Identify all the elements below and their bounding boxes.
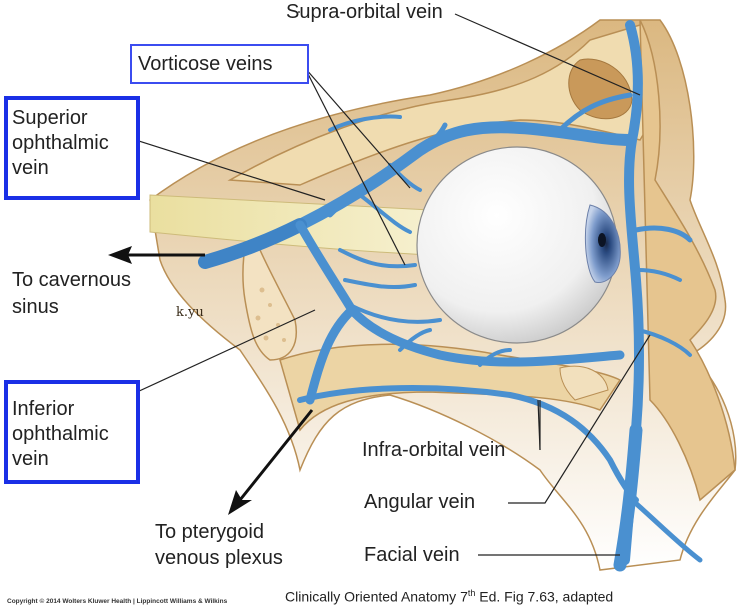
inferior-ophthalmic-vein-box [4, 380, 140, 484]
veins [198, 20, 703, 572]
leader-lines [97, 11, 651, 556]
vorticose-veins-box [130, 44, 309, 84]
label-line: To pterygoid [155, 521, 264, 543]
label-line: vein [12, 448, 49, 470]
arrow-to-pterygoid-plexus [228, 409, 314, 515]
label-vorticose-veins: Vorticose veins [138, 53, 273, 75]
copyright-notice: Copyright © 2014 Wolters Kluwer Health |… [7, 598, 228, 605]
arrow-to-cavernous-sinus [108, 246, 205, 264]
label-line: sinus [12, 296, 59, 318]
label-line: venous plexus [155, 547, 283, 569]
figure-citation: Clinically Oriented Anatomy 7th Ed. Fig … [285, 588, 613, 605]
label-line: ophthalmic [12, 423, 109, 445]
label-line: ophthalmic [12, 132, 109, 154]
facial-vein-path [613, 423, 643, 572]
label-infra-orbital-vein: Infra-orbital vein [362, 439, 506, 461]
artist-signature: k.yu [176, 305, 204, 320]
citation-prefix: Clinically Oriented Anatomy 7 [285, 588, 468, 605]
nasal-bone [639, 19, 736, 502]
label-line: Inferior [12, 398, 75, 420]
citation-superscript: th [467, 588, 476, 598]
label-facial-vein: Facial vein [364, 544, 460, 566]
sphenoid-bone [242, 222, 297, 361]
label-line: To cavernous [12, 269, 131, 291]
label-supra-orbital-vein: Supra-orbital vein [286, 1, 443, 23]
superior-ophthalmic-vein-box [4, 96, 140, 200]
label-line: Superior [12, 107, 88, 129]
label-line: vein [12, 157, 49, 179]
eyeball [416, 146, 621, 344]
citation-suffix: Ed. Fig 7.63, adapted [475, 588, 614, 605]
label-angular-vein: Angular vein [364, 491, 476, 513]
